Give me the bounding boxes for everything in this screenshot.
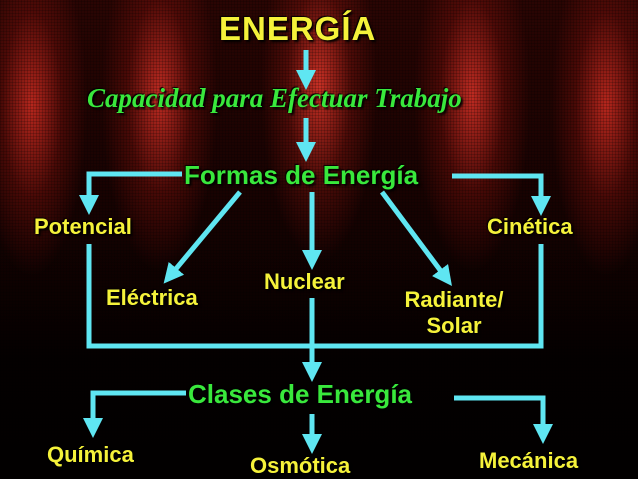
diagram-title: ENERGÍA <box>219 10 377 47</box>
arrow-forms-to-radiante <box>379 190 452 287</box>
energy-definition: Capacidad para Efectuar Trabajo <box>87 83 462 113</box>
arrow-classes-to-mecanica <box>454 395 553 444</box>
node-osmotica: Osmótica <box>250 453 351 478</box>
node-radiante-line1: Radiante/ <box>404 287 504 312</box>
arrow-forms-to-cinetica <box>452 173 551 216</box>
node-electrica: Eléctrica <box>106 285 198 310</box>
arrow-classes-to-quimica <box>83 390 186 438</box>
node-cinetica: Cinética <box>487 214 573 239</box>
node-radiante-line2: Solar <box>426 313 482 338</box>
node-nuclear: Nuclear <box>264 269 345 294</box>
classes-heading: Clases de Energía <box>188 379 412 409</box>
node-potencial: Potencial <box>34 214 132 239</box>
merge-line-forms <box>86 244 544 349</box>
arrow-forms-to-electrica <box>163 190 242 284</box>
forms-heading: Formas de Energía <box>184 160 419 190</box>
node-radiante-solar: Radiante/ Solar <box>392 287 516 339</box>
arrow-forms-to-potencial <box>79 171 182 215</box>
node-mecanica: Mecánica <box>479 448 579 473</box>
node-quimica: Química <box>47 442 134 467</box>
